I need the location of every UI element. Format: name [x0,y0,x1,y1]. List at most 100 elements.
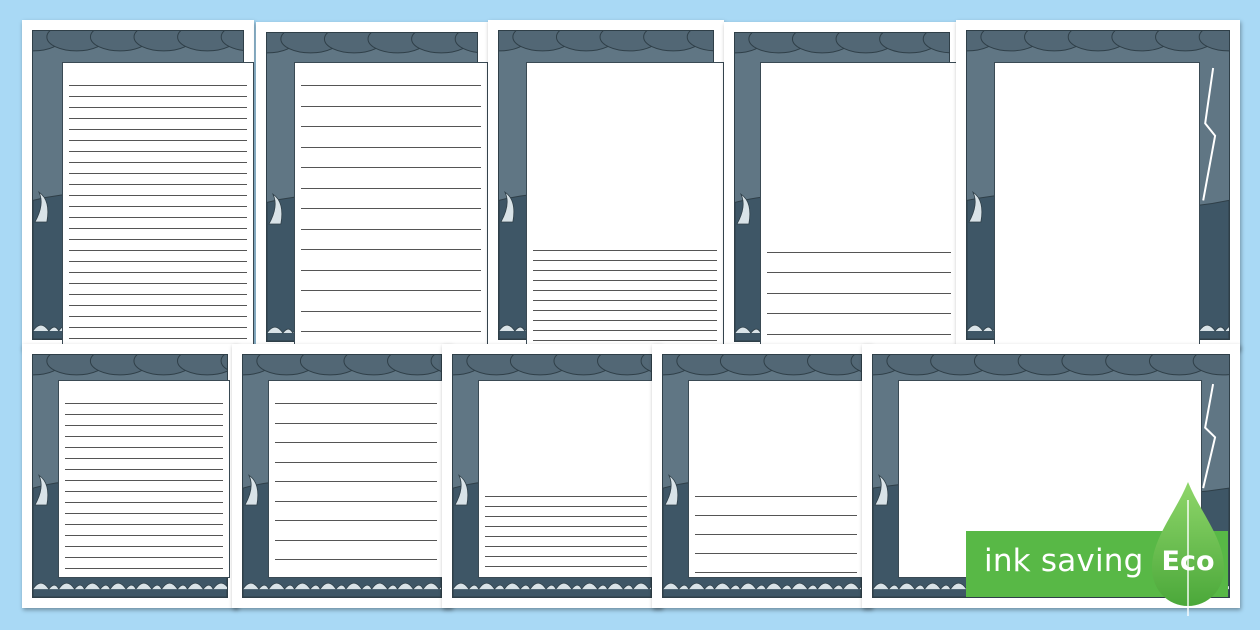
ruled-line [485,555,647,557]
ruled-line [301,249,481,250]
ruled-line [275,539,437,541]
ruled-line [533,290,717,292]
ruled-line [69,162,247,163]
ruled-line [301,331,481,332]
ruled-line [69,206,247,207]
leaf-drop-icon [1152,482,1224,616]
ruled-line [69,129,247,130]
ruled-line [69,184,247,185]
ruled-line [301,187,481,189]
page-landscape-picture-lines-1[interactable] [442,344,662,608]
ruled-line [301,208,481,209]
ruled-line [65,458,223,459]
ruled-line [65,491,223,492]
page-portrait-blank[interactable] [956,20,1240,350]
ruled-line [695,495,857,497]
writing-area [526,62,724,346]
ruled-line [485,535,647,537]
ruled-line [275,442,437,443]
ruled-line [275,461,437,463]
ruled-line [69,96,247,97]
ink-saving-label: ink saving [984,543,1144,579]
writing-area [294,62,488,348]
ruled-line [69,327,247,328]
ruled-line [275,481,437,482]
ruled-line [533,340,717,342]
ruled-line [65,403,223,404]
ruled-line [69,316,247,317]
ruled-line [485,495,647,497]
ruled-line [767,251,951,253]
ruled-line [275,520,437,521]
ruled-line [301,310,481,312]
ruled-line [533,310,717,312]
ruled-line [65,568,223,569]
ruled-line [485,515,647,517]
eco-label: Eco [1161,546,1215,577]
ruled-line [65,546,223,547]
ruled-line [695,571,857,573]
ruled-line [275,559,437,560]
ruled-line [65,436,223,437]
writing-area [760,62,958,348]
writing-area [62,62,254,346]
ruled-line [767,272,951,274]
ruled-line [533,280,717,282]
ruled-line [275,500,437,502]
ruled-line [301,269,481,271]
ruled-line [69,118,247,119]
ruled-line [533,250,717,252]
writing-area [58,380,230,578]
page-landscape-picture-lines-2[interactable] [652,344,872,608]
ruled-line [69,217,247,218]
ruled-line [65,524,223,525]
ruled-line [69,195,247,196]
ruled-line [69,173,247,174]
ruled-line [69,228,247,229]
ruled-line [65,447,223,448]
ruled-line [69,140,247,141]
writing-area [688,380,864,578]
ruled-line [65,425,223,426]
ruled-line [301,228,481,230]
ruled-line [65,535,223,536]
ruled-line [301,167,481,168]
ruled-line [69,107,247,108]
ruled-line [767,313,951,315]
ruled-line [65,502,223,503]
ruled-line [485,505,647,507]
ruled-line [301,290,481,291]
ruled-line [695,552,857,554]
ruled-line [69,151,247,152]
writing-area [994,62,1200,346]
ruled-line [65,557,223,558]
ruled-line [69,261,247,262]
ruled-line [65,469,223,470]
ruled-line [695,533,857,535]
ruled-line [301,146,481,148]
ruled-line [69,272,247,273]
writing-area [478,380,654,578]
page-landscape-lined-1[interactable] [22,344,238,608]
ruled-line [69,250,247,251]
page-portrait-picture-lines-2[interactable] [724,22,960,352]
writing-area [268,380,444,578]
ruled-line [69,338,247,339]
ruled-line [65,414,223,415]
page-portrait-lined-2[interactable] [256,22,488,352]
page-landscape-lined-2[interactable] [232,344,452,608]
ruled-line [65,513,223,514]
ruled-line [65,480,223,481]
ruled-line [533,330,717,332]
ruled-line [275,403,437,404]
ruled-line [767,333,951,335]
ruled-line [533,320,717,322]
ruled-line [69,305,247,306]
page-portrait-picture-lines-1[interactable] [488,20,724,350]
page-portrait-lined-1[interactable] [22,20,254,350]
ruled-line [767,292,951,294]
ruled-line [533,270,717,272]
ruled-line [69,283,247,284]
ruled-line [69,294,247,295]
ruled-line [275,422,437,424]
